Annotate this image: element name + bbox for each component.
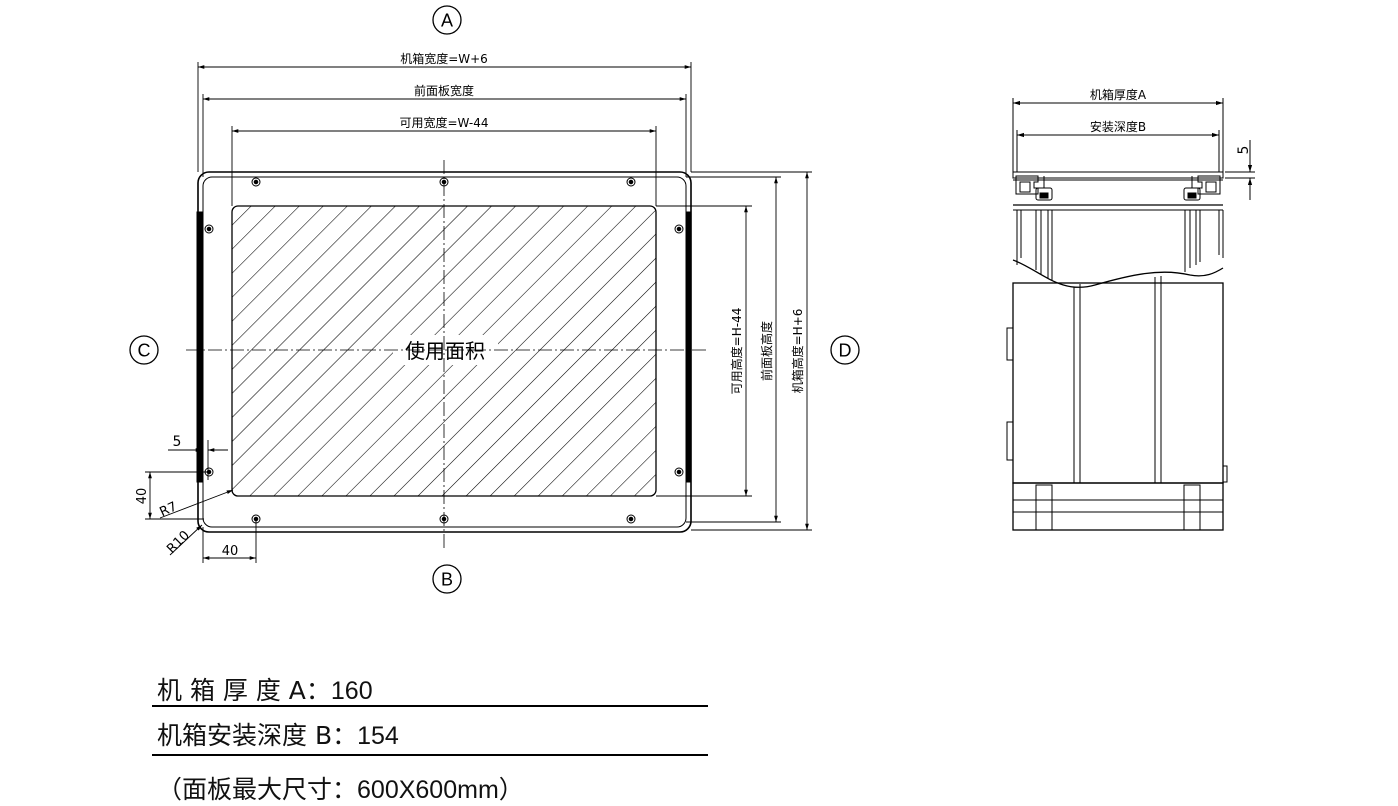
case-thickness-label: 机箱厚度A [1090, 87, 1147, 102]
left-flange [196, 211, 203, 483]
circle-b [432, 564, 462, 594]
circle-c-label: C [138, 341, 151, 361]
circle-a-label: A [441, 11, 453, 31]
panel-max-prefix: （面板最大尺寸： [157, 775, 358, 804]
screw-holes [204, 177, 684, 524]
radius-r7-label: R7 [158, 499, 180, 520]
spec-divider-1 [152, 705, 708, 707]
spec-divider-2 [152, 754, 708, 756]
circle-a [432, 5, 462, 35]
circle-c [129, 335, 159, 365]
usable-height-label: 可用高度=H-44 [729, 308, 744, 395]
case-width-label: 机箱宽度=W+6 [400, 51, 488, 66]
circle-b-label: B [441, 570, 453, 590]
radius-r10-label: R10 [164, 528, 193, 557]
panel-height-label: 前面板高度 [759, 321, 774, 381]
case-height-label: 机箱高度=H+6 [790, 309, 805, 394]
usable-area-label: 使用面积 [405, 339, 485, 363]
usable-width-label: 可用宽度=W-44 [399, 115, 488, 130]
thickness-label: 机 箱 厚 度 A： [157, 676, 331, 705]
circle-d-label: D [839, 341, 852, 361]
install-depth-label: 安装深度B [1090, 119, 1146, 134]
break-line [1012, 259, 1224, 288]
width-dimensions [197, 62, 692, 206]
depth-spec: 机箱安装深度 B：154 [157, 716, 399, 752]
rail-profiles [1015, 175, 1221, 201]
thickness-spec: 机 箱 厚 度 A：160 [157, 671, 373, 707]
panel-max-spec: （面板最大尺寸：600X600mm） [157, 770, 524, 806]
offset-5-label: 5 [173, 434, 182, 450]
front-view [129, 5, 860, 594]
depth-value: 154 [357, 722, 399, 750]
vertical-40-label: 40 [135, 488, 150, 505]
panel-width-label: 前面板宽度 [414, 83, 474, 98]
panel-max-value: 600X600mm [357, 776, 499, 804]
height-dimensions [656, 171, 812, 531]
corner-dimensions [145, 440, 257, 563]
circle-d [830, 335, 860, 365]
thickness-value: 160 [330, 677, 373, 705]
depth-label: 机箱安装深度 B： [157, 721, 358, 750]
right-flange [685, 211, 692, 483]
side-5-label: 5 [1236, 146, 1252, 155]
horizontal-40-label: 40 [222, 544, 239, 559]
panel-max-suffix: ） [498, 775, 524, 804]
side-view [1006, 98, 1255, 531]
